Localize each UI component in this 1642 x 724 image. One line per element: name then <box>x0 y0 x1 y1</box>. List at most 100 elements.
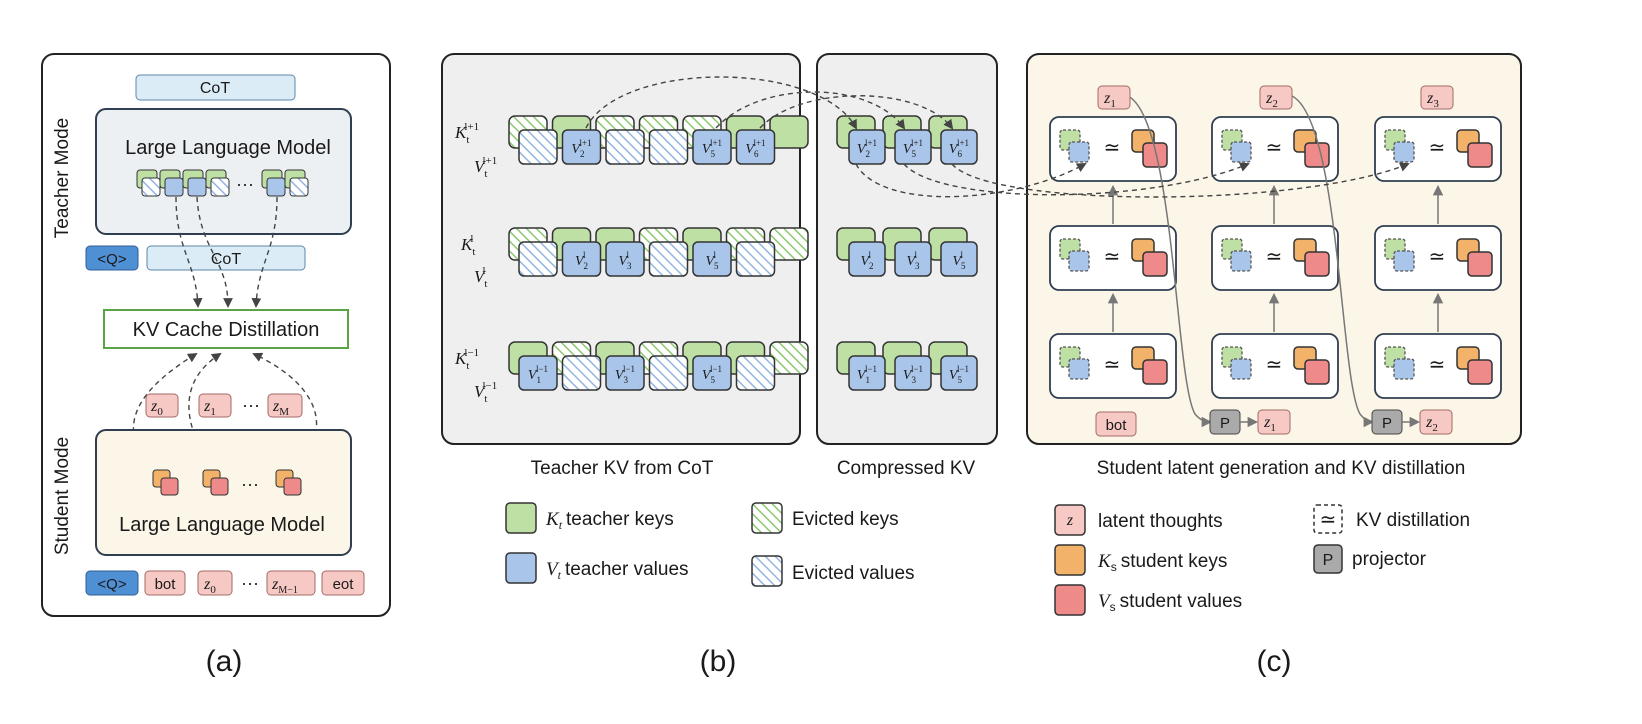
compressed-value-cell <box>894 241 932 277</box>
svg-text:eot: eot <box>333 576 355 593</box>
panel-c-title: Student latent generation and KV distill… <box>1097 458 1466 479</box>
kv-distill-label: KV Cache Distillation <box>133 319 320 341</box>
svg-text:latent thoughts: latent thoughts <box>1098 511 1223 532</box>
student-cell-grid: ≃≃≃≃≃≃≃≃≃ <box>1049 116 1502 399</box>
svg-text:···: ··· <box>241 573 259 593</box>
approx-arrow-symbol: ≃ <box>1266 246 1283 268</box>
teacher-llm-label: Large Language Model <box>125 137 331 159</box>
teacher-value-cell <box>518 241 558 277</box>
compressed-value-label: V3l−1 <box>903 364 923 385</box>
approx-arrow-symbol: ≃ <box>1429 137 1446 159</box>
teacher-value-cell <box>648 355 689 391</box>
teacher-value-cell <box>735 129 776 165</box>
approx-arrow-symbol: ≃ <box>1104 137 1121 159</box>
student-mode-label: Student Mode <box>52 437 73 555</box>
compressed-value-label: V2l+1 <box>857 138 877 159</box>
svg-text:P: P <box>1382 415 1392 432</box>
teacher-value-cell <box>518 129 558 165</box>
compressed-value-cell <box>848 241 886 277</box>
student-input-row: <Q> bot z0 ··· zM−1 eot <box>85 570 365 596</box>
teacher-mode-label: Teacher Mode <box>52 118 73 238</box>
svg-text:z0: z0 <box>203 576 216 596</box>
svg-text:P: P <box>1220 415 1230 432</box>
teacher-value-cell <box>735 241 776 277</box>
teacher-value-label: V6l+1 <box>745 138 765 159</box>
teacher-value-label: V2l <box>575 250 588 271</box>
teacher-q-box <box>85 245 139 271</box>
svg-text:P: P <box>1323 552 1334 569</box>
teacher-value-cell <box>648 129 689 165</box>
row-label-l: Ktl Vtl <box>460 233 487 290</box>
teacher-kv-dots: ··· <box>236 174 254 194</box>
student-cell: ≃ <box>1049 225 1177 291</box>
teacher-q-label: <Q> <box>97 251 126 268</box>
svg-text:z1: z1 <box>203 398 216 418</box>
svg-text:Evicted keys: Evicted keys <box>792 509 899 530</box>
compressed-value-label: V5l <box>952 250 966 271</box>
approx-arrow-symbol: ≃ <box>1266 354 1283 376</box>
compressed-value-cell <box>940 355 978 391</box>
legend-evicted-values: Evicted values <box>751 555 915 587</box>
svg-text:Ktl+1: Ktl+1 <box>454 121 479 146</box>
compressed-value-label: V6l+1 <box>949 138 969 159</box>
svg-text:Evicted values: Evicted values <box>792 563 915 584</box>
compressed-value-cell <box>894 129 932 165</box>
compressed-value-label: V5l−1 <box>949 364 969 385</box>
bottom-tokens: bot P z1 P z2 <box>1095 409 1453 437</box>
svg-text:≃: ≃ <box>1320 509 1337 531</box>
teacher-value-cell <box>561 241 602 277</box>
teacher-value-label: V5l <box>705 250 719 271</box>
svg-text:bot: bot <box>1106 417 1128 434</box>
teacher-kv-mini: ··· <box>136 169 309 197</box>
svg-text:z1: z1 <box>1263 414 1276 434</box>
teacher-value-cell <box>605 355 645 391</box>
legend-kv-distillation: ≃ KV distillation <box>1313 504 1470 534</box>
teacher-cot-input-label: CoT <box>211 251 241 268</box>
student-cell: ≃ <box>1374 225 1502 291</box>
legend-evicted-keys: Evicted keys <box>751 502 899 534</box>
legend-latent: z latent thoughts <box>1054 504 1223 536</box>
compressed-value-label: V5l+1 <box>903 138 923 159</box>
cot-top-label: CoT <box>200 80 230 97</box>
svg-text:Ktl−1: Ktl−1 <box>454 347 479 372</box>
z-dots: ··· <box>242 395 260 415</box>
svg-text:z2: z2 <box>1265 90 1278 110</box>
compressed-value-cell <box>848 129 886 165</box>
teacher-value-label: V2l+1 <box>571 138 591 159</box>
z-token-row: z0 z1 ··· zM <box>145 393 303 418</box>
approx-arrow-symbol: ≃ <box>1429 246 1446 268</box>
teacher-kv-caption: Teacher KV from CoT <box>531 458 714 479</box>
row-label-l-plus-1: Ktl+1 Vtl+1 <box>454 121 497 180</box>
legend-projector: P projector <box>1313 544 1427 574</box>
student-kv-dots: ··· <box>241 474 259 494</box>
caption-b: (b) <box>700 645 737 678</box>
z-top-tokens: z1 z2 z3 <box>1097 85 1454 110</box>
teacher-key-cell <box>769 227 809 261</box>
compressed-kv-caption: Compressed KV <box>837 458 976 479</box>
compressed-value-cell <box>848 355 886 391</box>
student-kv-mini: ··· <box>152 469 302 496</box>
svg-text:z2: z2 <box>1425 414 1438 434</box>
layer-arrows <box>1107 184 1444 332</box>
compressed-value-cell <box>940 129 978 165</box>
svg-text:zM: zM <box>272 398 289 418</box>
student-cell: ≃ <box>1211 225 1339 291</box>
svg-text:Vtl−1: Vtl−1 <box>474 380 497 405</box>
teacher-value-cell <box>561 129 602 165</box>
svg-text:z3: z3 <box>1426 90 1439 110</box>
svg-text:Ktl: Ktl <box>460 233 475 258</box>
svg-text:z0: z0 <box>150 398 163 418</box>
svg-text:Vtl+1: Vtl+1 <box>474 155 497 180</box>
kv-distill-box <box>103 309 349 349</box>
teacher-value-cell <box>735 355 776 391</box>
teacher-value-label: V3l <box>618 250 632 271</box>
